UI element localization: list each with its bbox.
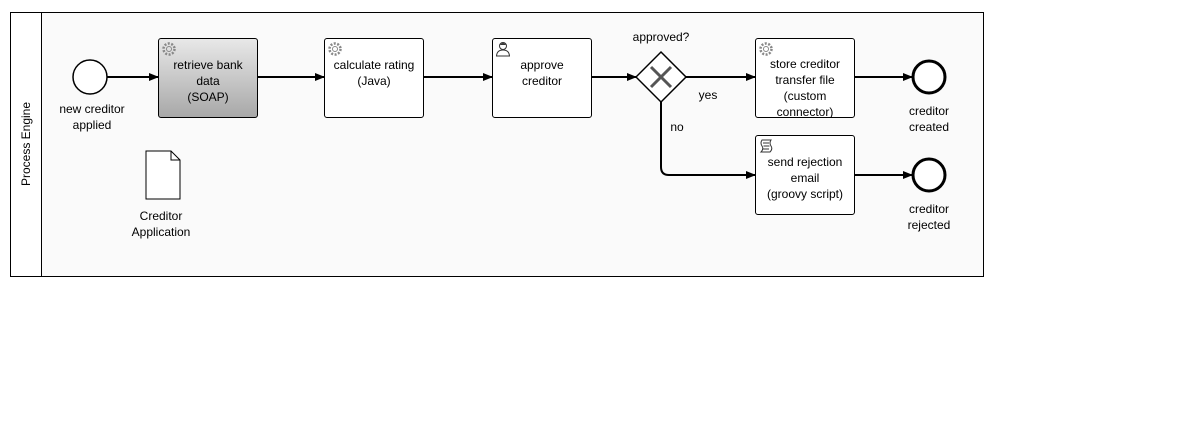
task-label: retrieve bank data (SOAP) [173,58,243,104]
pool-header: Process Engine [11,13,42,276]
flow-label-no: no [670,120,684,134]
exclusive-gateway[interactable] [634,50,688,104]
user-icon [495,42,511,57]
task-label: store creditor transfer file (custom con… [769,57,841,118]
end-event-rejected[interactable] [911,157,947,193]
task-label: calculate rating (Java) [333,58,415,88]
end-event-created-label: creditor created [908,104,950,134]
task-store-creditor-transfer-file[interactable]: store creditor transfer file (custom con… [755,38,855,118]
flow-gateway-no[interactable] [660,102,756,179]
gear-icon [759,42,773,56]
gear-icon [328,42,342,56]
script-icon [759,139,773,153]
task-approve-creditor[interactable]: approve creditor [492,38,592,118]
x-icon [649,65,673,89]
task-send-rejection-email[interactable]: send rejection email (groovy script) [755,135,855,215]
task-label: approve creditor [520,58,564,88]
document-icon[interactable] [145,150,181,200]
data-object-label: Creditor Application [131,209,191,239]
task-label: send rejection email (groovy script) [766,155,843,201]
start-event-label: new creditor applied [59,102,125,132]
gear-icon [162,42,176,56]
task-retrieve-bank-data[interactable]: retrieve bank data (SOAP) [158,38,258,118]
start-event[interactable] [72,59,108,95]
flow-label-yes: yes [698,88,718,102]
end-event-rejected-label: creditor rejected [907,202,951,232]
gateway-label: approved? [632,30,690,44]
task-calculate-rating[interactable]: calculate rating (Java) [324,38,424,118]
end-event-created[interactable] [911,59,947,95]
